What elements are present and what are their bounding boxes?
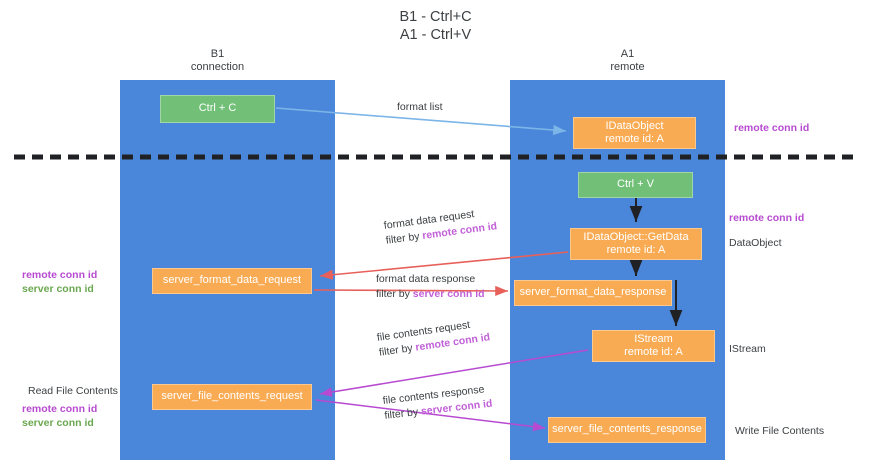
- node-server-file-contents-response[interactable]: server_file_contents_response: [548, 417, 706, 443]
- annotation-left-remote-conn-id-bottom: remote conn id: [22, 403, 98, 415]
- lane-b1-role: connection: [190, 61, 245, 73]
- edge-label-format-list: format list: [397, 100, 443, 115]
- lane-b1-name: B1: [210, 48, 225, 60]
- filter-key-server-conn-id: server conn id: [412, 288, 485, 300]
- node-ctrl-v-label: Ctrl + V: [617, 178, 654, 191]
- node-ctrl-c-label: Ctrl + C: [198, 102, 237, 115]
- title-line-1: B1 - Ctrl+C: [399, 9, 472, 25]
- node-istream-title: IStream: [634, 332, 673, 345]
- node-server-file-contents-response-label: server_file_contents_response: [552, 423, 702, 436]
- edge-format-data-response: [313, 285, 509, 297]
- node-idataobject-remote-id: remote id: A: [605, 133, 664, 145]
- node-istream-remote-id: remote id: A: [624, 346, 683, 358]
- edge-label-format-data-response: format data response filter by server co…: [376, 272, 485, 302]
- annotation-right-remote-conn-id-top: remote conn id: [734, 122, 810, 134]
- node-server-file-contents-request[interactable]: server_file_contents_request: [152, 384, 312, 410]
- lane-a1-name: A1: [620, 48, 635, 60]
- annotation-right-istream: IStream: [729, 343, 766, 355]
- page-title: B1 - Ctrl+C A1 - Ctrl+V: [0, 8, 871, 44]
- lane-a1-role: remote: [610, 61, 645, 73]
- lane-header-b1: B1 connection: [155, 48, 280, 74]
- filter-prefix: filter by: [376, 288, 413, 300]
- node-getdata-remote-id: remote id: A: [606, 244, 666, 256]
- edge-label-format-data-response-filter: filter by server conn id: [376, 287, 485, 302]
- edge-format-data-request: [319, 251, 569, 280]
- annotation-left-server-conn-id-bottom: server conn id: [22, 417, 94, 429]
- node-server-file-contents-request-label: server_file_contents_request: [161, 390, 303, 403]
- lane-header-a1: A1 remote: [565, 48, 690, 74]
- edge-format-list: [275, 107, 567, 136]
- annotation-right-dataobject: DataObject: [729, 237, 782, 249]
- annotation-right-write-file-contents: Write File Contents: [735, 425, 825, 437]
- edge-file-contents-request: [319, 349, 589, 397]
- node-getdata-title: IDataObject::GetData: [583, 230, 689, 243]
- title-line-2: A1 - Ctrl+V: [399, 27, 472, 43]
- annotation-left-server-conn-id-top: server conn id: [22, 283, 94, 295]
- annotation-left-read-file-contents: Read File Contents: [28, 385, 118, 397]
- node-idataobject[interactable]: IDataObject remote id: A: [573, 117, 696, 149]
- node-server-format-data-request-label: server_format_data_request: [162, 274, 302, 287]
- node-istream[interactable]: IStream remote id: A: [592, 330, 715, 362]
- filter-prefix: filter by: [378, 341, 417, 359]
- node-idataobject-getdata[interactable]: IDataObject::GetData remote id: A: [570, 228, 702, 260]
- node-ctrl-c[interactable]: Ctrl + C: [160, 95, 275, 123]
- node-idataobject-title: IDataObject: [605, 119, 664, 132]
- node-server-format-data-response[interactable]: server_format_data_response: [514, 280, 672, 306]
- edge-label-format-list-text: format list: [397, 101, 443, 113]
- edge-file-contents-response: [315, 399, 546, 432]
- filter-prefix: filter by: [385, 230, 424, 247]
- annotation-right-remote-conn-id-mid: remote conn id: [729, 212, 805, 224]
- node-server-format-data-response-label: server_format_data_response: [519, 286, 667, 299]
- edge-label-format-data-response-line1: format data response: [376, 273, 476, 285]
- node-server-format-data-request[interactable]: server_format_data_request: [152, 268, 312, 294]
- annotation-left-remote-conn-id-top: remote conn id: [22, 269, 98, 281]
- node-ctrl-v[interactable]: Ctrl + V: [578, 172, 693, 198]
- filter-prefix: filter by: [383, 405, 422, 422]
